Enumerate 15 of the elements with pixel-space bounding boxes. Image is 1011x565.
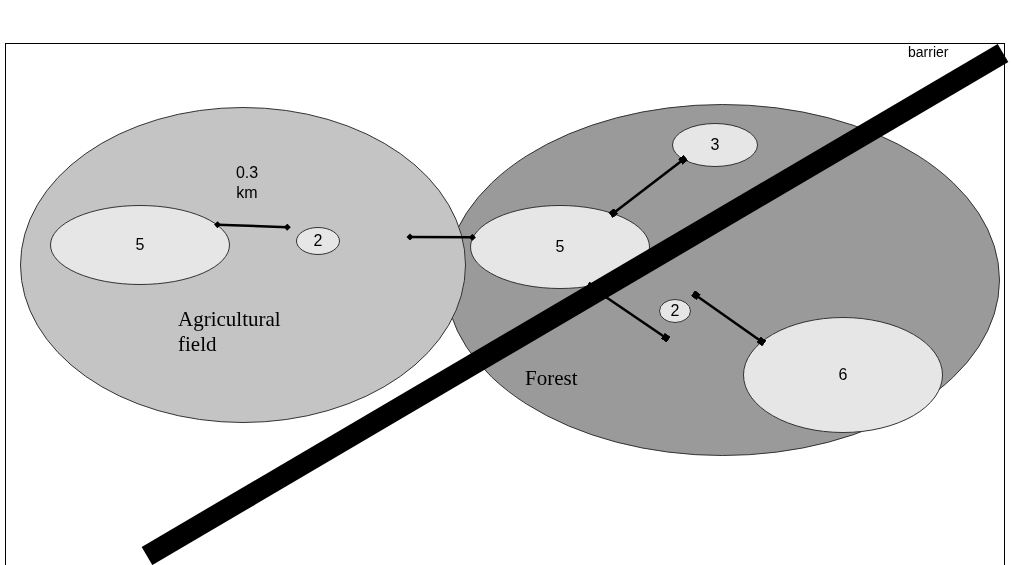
distance-line — [406, 233, 476, 241]
distance-line — [585, 281, 671, 343]
barrier-label: barrier — [908, 44, 949, 60]
forest-label: Forest — [525, 366, 578, 391]
patch-number: 3 — [710, 136, 720, 154]
patch-number: 2 — [670, 302, 680, 320]
field-label: Agricultural field — [178, 307, 282, 358]
patch-number: 5 — [135, 236, 145, 254]
patch-number: 2 — [313, 232, 323, 250]
patch-number: 5 — [555, 238, 565, 256]
distance-line — [608, 154, 688, 219]
edge-label: 0.3 km — [234, 163, 260, 203]
patch-number: 6 — [838, 366, 848, 384]
distance-line — [690, 290, 767, 347]
distance-line — [214, 221, 291, 231]
